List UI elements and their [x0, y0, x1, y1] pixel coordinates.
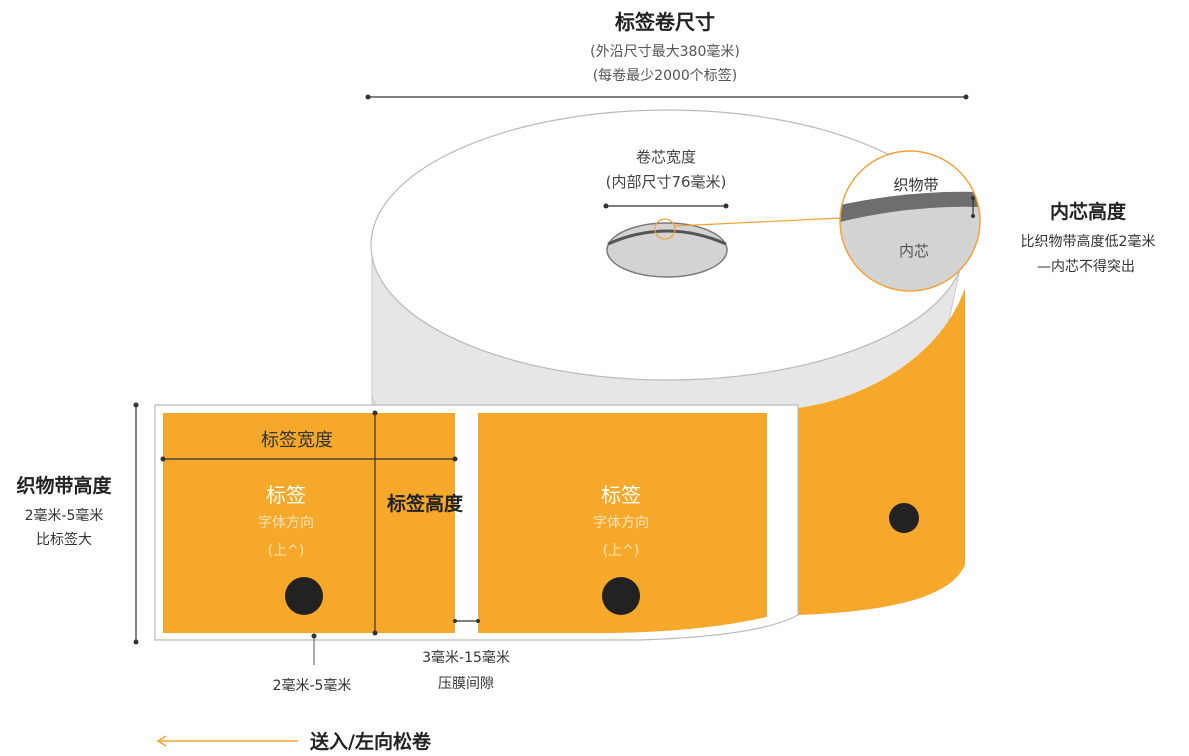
core-height-line2: —内芯不得突出 — [1037, 258, 1135, 275]
core-hole-rim — [607, 229, 727, 246]
zoom-magnifier — [840, 151, 980, 290]
core-height-tick-top — [971, 196, 975, 200]
zoom-ribbon-label: 织物带 — [893, 176, 938, 194]
label-height-dim-top — [372, 410, 378, 416]
label-2-title: 标签 — [601, 483, 641, 507]
label-height-text: 标签高度 — [387, 492, 464, 515]
core-width-title: 卷芯宽度 — [636, 148, 696, 166]
arrow-left-icon — [156, 735, 298, 747]
roll-size-line1: (外沿尺寸最大380毫米) — [590, 43, 740, 60]
label-1-dot — [285, 577, 323, 615]
label-width-text: 标签宽度 — [261, 430, 333, 451]
label-1-sub2: (上^) — [268, 543, 305, 559]
zoom-circle-border — [839, 150, 981, 292]
label-width-dim-left — [160, 456, 166, 462]
label-1-sub1: 字体方向 — [258, 515, 314, 531]
label-2-sub2: (上^) — [603, 543, 640, 559]
label-3-dot — [889, 503, 919, 533]
edge-margin-pointer-dot — [311, 633, 317, 639]
roll-size-line2: (每卷最少2000个标签) — [593, 67, 738, 84]
label-1-title: 标签 — [266, 483, 306, 507]
core-width-subtitle: (内部尺寸76毫米) — [606, 173, 727, 191]
label-2 — [478, 413, 767, 633]
gap-line2: 压膜间隙 — [438, 676, 494, 692]
label-2-sub1: 字体方向 — [593, 515, 649, 531]
ribbon-height-title: 织物带高度 — [16, 474, 112, 497]
ribbon-height-line2: 比标签大 — [36, 531, 92, 548]
roll-size-title: 标签卷尺寸 — [615, 10, 715, 34]
zoom-connector — [674, 217, 843, 227]
zoom-source-circle — [654, 218, 676, 240]
label-width-dim-right — [452, 456, 458, 462]
ribbon-height-line1: 2毫米-5毫米 — [25, 507, 104, 524]
gap-dim-right — [476, 619, 480, 623]
ribbon-height-dim-top — [133, 402, 139, 408]
zoom-core-label: 内芯 — [899, 242, 929, 260]
core-height-line1: 比织物带高度低2毫米 — [1021, 233, 1156, 250]
wrapped-label-band — [798, 288, 965, 615]
core-height-tick-bottom — [971, 214, 975, 218]
core-height-title: 内芯高度 — [1050, 200, 1127, 223]
feed-direction-label: 送入/左向松卷 — [310, 730, 432, 753]
gap-dim-left — [453, 619, 457, 623]
ribbon-height-dim-bottom — [133, 639, 139, 645]
core-width-dim-right — [723, 203, 729, 209]
core-hole — [606, 222, 728, 278]
label-height-dim-bottom — [372, 630, 378, 636]
edge-margin-text: 2毫米-5毫米 — [273, 677, 352, 694]
label-2-dot — [602, 577, 640, 615]
gap-line1: 3毫米-15毫米 — [422, 649, 510, 666]
roll-size-dim-left — [365, 94, 371, 100]
roll-size-dim-right — [963, 94, 969, 100]
core-width-dim-left — [603, 203, 609, 209]
